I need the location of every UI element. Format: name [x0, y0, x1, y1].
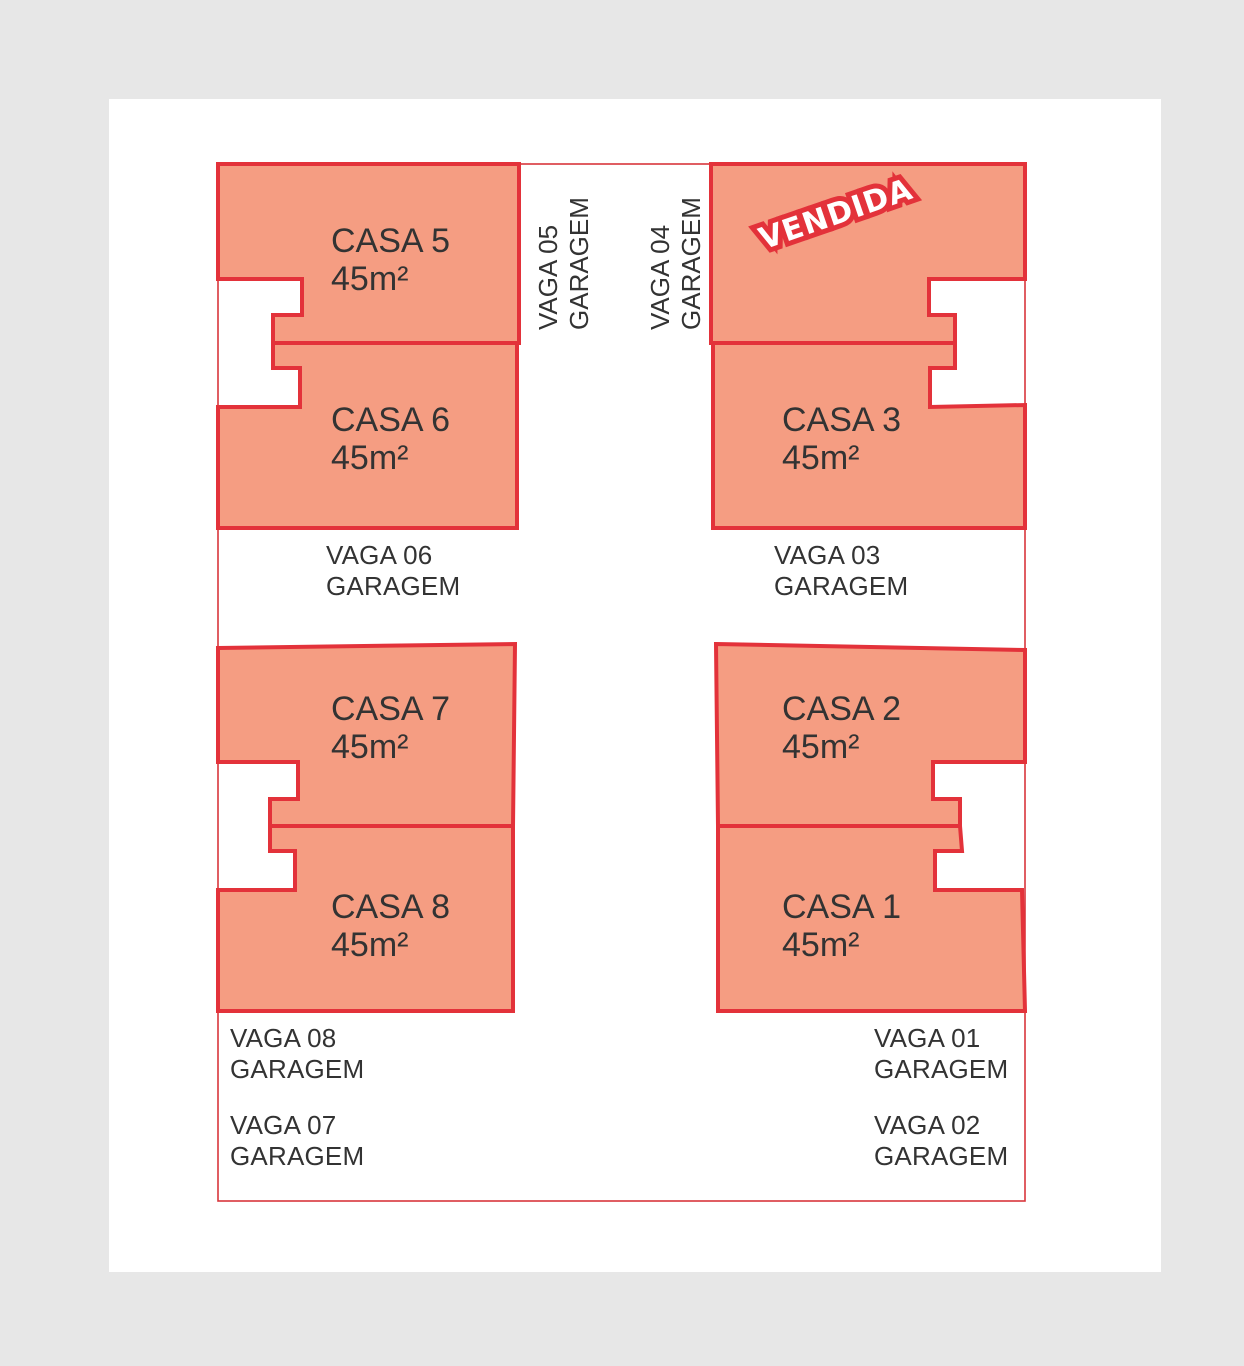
- house-casa-6-shape[interactable]: [216, 341, 519, 530]
- house-casa-1-area: 45m²: [782, 926, 860, 964]
- house-casa-6-area: 45m²: [331, 439, 409, 477]
- parking-vaga-06-label: VAGA 06 GARAGEM: [326, 540, 460, 602]
- house-casa-3-label: CASA 3 45m²: [782, 401, 901, 477]
- parking-vaga-05-number: VAGA 05: [533, 224, 563, 330]
- parking-vaga-05-label: VAGA 05 GARAGEM: [533, 197, 595, 330]
- parking-vaga-04-label: VAGA 04 GARAGEM: [645, 197, 707, 330]
- house-casa-6-label: CASA 6 45m²: [331, 401, 450, 477]
- parking-vaga-06-type: GARAGEM: [326, 571, 461, 601]
- house-casa-8-shape[interactable]: [216, 824, 515, 1013]
- parking-vaga-08-label: VAGA 08 GARAGEM: [230, 1023, 364, 1085]
- house-casa-1-name: CASA 1: [782, 888, 902, 926]
- parking-vaga-03-number: VAGA 03: [774, 540, 881, 570]
- parking-vaga-08-number: VAGA 08: [230, 1023, 337, 1053]
- house-casa-2-name: CASA 2: [782, 690, 902, 728]
- house-casa-1-shape[interactable]: [716, 824, 1028, 1013]
- parking-vaga-03-type: GARAGEM: [774, 571, 909, 601]
- parking-vaga-02-label: VAGA 02 GARAGEM: [874, 1110, 1008, 1172]
- parking-vaga-02-type: GARAGEM: [874, 1141, 1009, 1171]
- house-casa-5-label: CASA 5 45m²: [331, 222, 450, 298]
- house-casa-3-name: CASA 3: [782, 401, 902, 439]
- parking-vaga-07-label: VAGA 07 GARAGEM: [230, 1110, 364, 1172]
- parking-vaga-06-number: VAGA 06: [326, 540, 433, 570]
- house-casa-2-label: CASA 2 45m²: [782, 690, 901, 766]
- house-casa-8-name: CASA 8: [331, 888, 451, 926]
- parking-vaga-04-type: GARAGEM: [676, 197, 706, 330]
- house-casa-7-label: CASA 7 45m²: [331, 690, 450, 766]
- house-casa-3-shape[interactable]: [711, 341, 1027, 530]
- parking-vaga-07-number: VAGA 07: [230, 1110, 337, 1140]
- house-casa-2-area: 45m²: [782, 728, 860, 766]
- house-casa-1-label: CASA 1 45m²: [782, 888, 901, 964]
- parking-vaga-05-type: GARAGEM: [564, 197, 594, 330]
- parking-vaga-02-number: VAGA 02: [874, 1110, 981, 1140]
- parking-vaga-08-type: GARAGEM: [230, 1054, 365, 1084]
- house-casa-3-area: 45m²: [782, 439, 860, 477]
- house-casa-5-name: CASA 5: [331, 222, 451, 260]
- parking-vaga-01-number: VAGA 01: [874, 1023, 981, 1053]
- parking-vaga-07-type: GARAGEM: [230, 1141, 365, 1171]
- house-casa-6-name: CASA 6: [331, 401, 451, 439]
- parking-vaga-01-type: GARAGEM: [874, 1054, 1009, 1084]
- parking-vaga-04-number: VAGA 04: [645, 224, 675, 330]
- house-casa-7-area: 45m²: [331, 728, 409, 766]
- house-casa-8-label: CASA 8 45m²: [331, 888, 450, 964]
- parking-vaga-01-label: VAGA 01 GARAGEM: [874, 1023, 1008, 1085]
- house-casa-5-shape[interactable]: [216, 162, 521, 345]
- house-casa-7-name: CASA 7: [331, 690, 451, 728]
- parking-vaga-03-label: VAGA 03 GARAGEM: [774, 540, 908, 602]
- house-casa-5-area: 45m²: [331, 260, 409, 298]
- house-casa-8-area: 45m²: [331, 926, 409, 964]
- house-casa-7-shape[interactable]: [216, 641, 518, 828]
